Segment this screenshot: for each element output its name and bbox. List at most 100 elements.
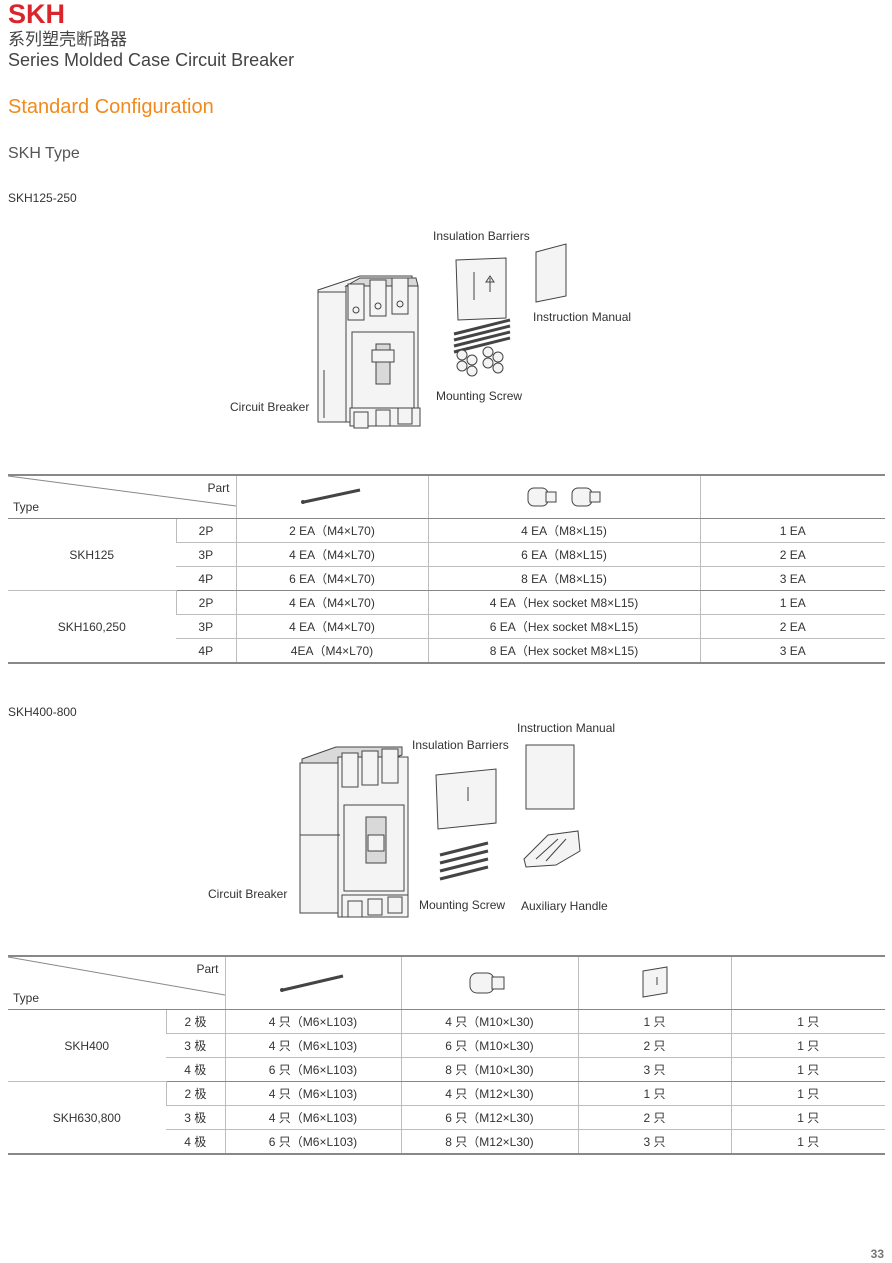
screw-icon-cell	[400, 956, 578, 1010]
mounting-rod-icon-cell	[235, 475, 428, 519]
pole-cell: 2 极	[165, 1081, 225, 1106]
rod-count-cell: 6 只（M6×L103)	[224, 1129, 401, 1155]
screw-count-cell: 6 只（M12×L30)	[400, 1105, 578, 1130]
table-row: SKH630,800 2 极 4 只（M6×L103) 4 只（M12×L30)…	[8, 1081, 885, 1155]
skh400-accessories-illustration	[299, 744, 581, 918]
pole-cell: 4 极	[166, 1057, 225, 1082]
rod-count-cell: 6 EA（M4×L70)	[235, 566, 428, 591]
screw-count-cell: 8 只（M12×L30)	[400, 1129, 578, 1155]
table-row: SKH400 2 极 4 只（M6×L103) 4 只（M10×L30) 1 只…	[8, 1009, 885, 1082]
circuit-breaker-label: Circuit Breaker	[230, 400, 310, 414]
screw-count-cell: 4 只（M10×L30)	[400, 1009, 578, 1034]
english-title: Series Molded Case Circuit Breaker	[8, 50, 295, 70]
barrier-count-cell: 3 只	[577, 1057, 731, 1082]
extra-count-cell: 1 只	[730, 1009, 885, 1034]
insulation-barrier-illustration	[435, 768, 497, 830]
chinese-title: 系列塑壳断路器	[8, 30, 127, 50]
rod-count-cell: 4 只（M6×L103)	[224, 1009, 401, 1034]
type-cell: SKH160,250	[8, 590, 176, 664]
table-row: SKH125 2P 2 EA（M4×L70) 4 EA（M8×L15) 1 EA	[8, 518, 885, 591]
rod-count-cell: 4 EA（M4×L70)	[235, 590, 428, 615]
barrier-count-cell: 2 EA	[699, 614, 885, 639]
table-row: 4P 6 EA（M4×L70) 8 EA（M8×L15) 3 EA	[8, 566, 885, 591]
empty-header-cell	[699, 475, 885, 519]
table-row: 3 极 4 只（M6×L103) 6 只（M10×L30) 2 只 1 只	[8, 1033, 885, 1058]
instruction-manual-label: Instruction Manual	[533, 310, 632, 324]
pole-cell: 3P	[176, 614, 236, 639]
pole-cell: 3P	[176, 542, 236, 567]
screw-icon-cell	[427, 475, 700, 519]
rod-count-cell: 6 只（M6×L103)	[224, 1057, 401, 1082]
table-row: 4P 4EA（M4×L70) 8 EA（Hex socket M8×L15) 3…	[8, 638, 885, 664]
rod-count-cell: 4 EA（M4×L70)	[235, 614, 428, 639]
type-cell: SKH400	[8, 1009, 166, 1082]
rod-count-cell: 4 只（M6×L103)	[224, 1081, 401, 1106]
mounting-rod-icon-cell	[224, 956, 401, 1010]
circuit-breaker-illustration	[317, 275, 421, 429]
model-range-2: SKH400-800	[8, 705, 77, 719]
table-row: SKH160,250 2P 4 EA（M4×L70) 4 EA（Hex sock…	[8, 590, 885, 664]
rod-count-cell: 4 只（M6×L103)	[224, 1105, 401, 1130]
barrier-count-cell: 1 只	[577, 1081, 731, 1106]
screw-count-cell: 6 EA（M8×L15)	[427, 542, 700, 567]
extra-count-cell: 1 只	[730, 1057, 885, 1082]
empty-header-cell	[730, 956, 885, 1010]
table-row: 3P 4 EA（M4×L70) 6 EA（M8×L15) 2 EA	[8, 542, 885, 567]
extra-count-cell: 1 只	[730, 1081, 885, 1106]
mounting-screw-label: Mounting Screw	[436, 389, 523, 403]
barrier-count-cell: 2 只	[577, 1033, 731, 1058]
pole-cell: 4 极	[166, 1129, 225, 1155]
screw-icon	[469, 972, 504, 993]
auxiliary-handle-label: Auxiliary Handle	[521, 899, 608, 913]
pole-cell: 2P	[175, 590, 236, 615]
pole-cell: 4P	[176, 566, 236, 591]
rod-count-cell: 2 EA（M4×L70)	[235, 518, 428, 543]
extra-count-cell: 1 只	[730, 1129, 885, 1155]
extra-count-cell: 1 只	[730, 1033, 885, 1058]
screw-count-cell: 8 只（M10×L30)	[400, 1057, 578, 1082]
barrier-count-cell: 1 EA	[699, 590, 885, 615]
screw-count-cell: 6 EA（Hex socket M8×L15)	[427, 614, 700, 639]
circuit-breaker-illustration	[299, 746, 409, 918]
barrier-icon	[642, 965, 667, 998]
barrier-count-cell: 2 EA	[699, 542, 885, 567]
type-cell: SKH630,800	[8, 1081, 166, 1155]
barrier-count-cell: 3 EA	[699, 638, 885, 664]
barrier-count-cell: 1 EA	[699, 518, 885, 543]
pole-cell: 3 极	[166, 1033, 225, 1058]
circuit-breaker-label-2: Circuit Breaker	[208, 887, 288, 901]
rod-count-cell: 4 只（M6×L103)	[224, 1033, 401, 1058]
extra-count-cell: 1 只	[730, 1105, 885, 1130]
type-header-label: Type	[13, 991, 40, 1005]
screw-count-cell: 4 只（M12×L30)	[400, 1081, 578, 1106]
screw-count-cell: 8 EA（Hex socket M8×L15)	[427, 638, 700, 664]
insulation-barriers-label-2: Insulation Barriers	[412, 738, 509, 752]
table-row: 3 极 4 只（M6×L103) 6 只（M12×L30) 2 只 1 只	[8, 1105, 885, 1130]
screw-count-cell: 4 EA（Hex socket M8×L15)	[427, 590, 700, 615]
pole-cell: 2 极	[165, 1009, 225, 1034]
table-row: 4 极 6 只（M6×L103) 8 只（M12×L30) 3 只 1 只	[8, 1129, 885, 1155]
pole-cell: 2P	[175, 518, 236, 543]
insulation-barriers-label: Insulation Barriers	[433, 229, 530, 243]
pole-cell: 3 极	[166, 1105, 225, 1130]
part-header-label: Part	[196, 962, 219, 976]
table-header-row: Part Type	[8, 475, 885, 519]
skh125-250-config-table: Part Type SKH125 2P 2 EA（M4×L70) 4 EA（M8…	[8, 474, 885, 664]
section-title: Standard Configuration	[8, 96, 214, 118]
table-row: 4 极 6 只（M6×L103) 8 只（M10×L30) 3 只 1 只	[8, 1057, 885, 1082]
barrier-count-cell: 1 只	[577, 1009, 731, 1034]
barrier-icon-cell	[577, 956, 731, 1010]
rod-icon	[301, 488, 361, 504]
rod-count-cell: 4EA（M4×L70)	[235, 638, 428, 664]
instruction-manual-illustration	[525, 744, 575, 810]
insulation-barrier-illustration	[455, 257, 507, 321]
auxiliary-handle-illustration	[523, 830, 581, 868]
mounting-screw-label-2: Mounting Screw	[419, 898, 506, 912]
table-header-row: Part Type	[8, 956, 885, 1010]
rod-count-cell: 4 EA（M4×L70)	[235, 542, 428, 567]
model-range-1: SKH125-250	[8, 191, 77, 205]
screw-count-cell: 6 只（M10×L30)	[400, 1033, 578, 1058]
mounting-rods-illustration	[439, 841, 489, 881]
part-type-header: Part Type	[8, 475, 236, 519]
part-type-header: Part Type	[8, 956, 225, 1010]
